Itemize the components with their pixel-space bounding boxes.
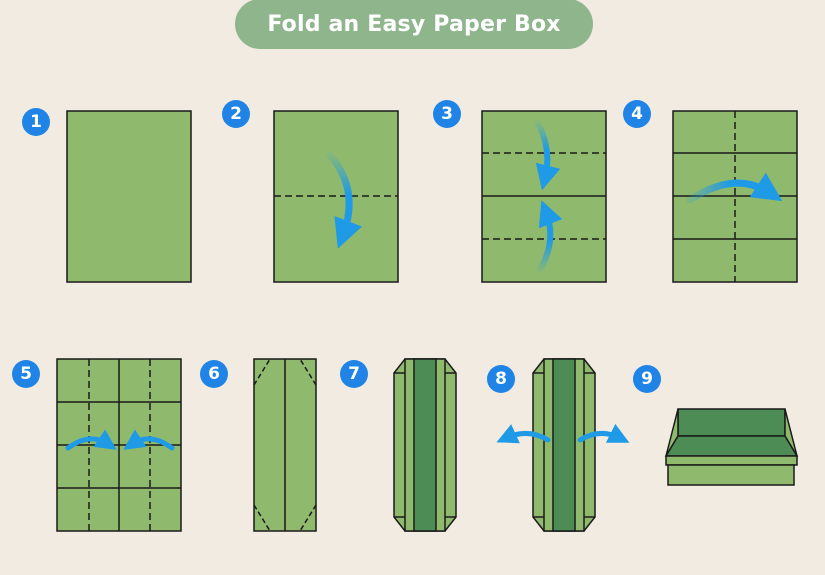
step-7-sheet bbox=[393, 358, 457, 532]
page-title: Fold an Easy Paper Box bbox=[267, 11, 561, 37]
step-4-fold-arrow bbox=[686, 172, 783, 204]
step-2-sheet bbox=[273, 110, 399, 283]
title-banner: Fold an Easy Paper Box bbox=[235, 0, 593, 49]
step-3-fold-arrow-up bbox=[537, 200, 563, 273]
step-badge-4: 4 bbox=[623, 100, 651, 128]
step-8-open-arrow-left bbox=[496, 424, 551, 444]
step-3-sheet bbox=[481, 110, 607, 283]
step-5-sheet bbox=[56, 358, 182, 532]
step-1-sheet bbox=[66, 110, 192, 283]
step-badge-6: 6 bbox=[200, 360, 228, 388]
step-8-open-arrow-right bbox=[577, 423, 630, 443]
step-badge-5: 5 bbox=[12, 360, 40, 388]
step-badge-2: 2 bbox=[222, 100, 250, 128]
step-badge-9: 9 bbox=[633, 365, 661, 393]
step-4-sheet bbox=[672, 110, 798, 283]
step-8-sheet bbox=[496, 358, 630, 532]
step-3-fold-arrow-down bbox=[535, 120, 561, 191]
step-badge-8: 8 bbox=[487, 365, 515, 393]
step-badge-3: 3 bbox=[433, 100, 461, 128]
step-9-box bbox=[664, 408, 799, 486]
step-5-fold-arrow-left bbox=[123, 429, 175, 451]
step-5-fold-arrow-right bbox=[65, 429, 117, 451]
step-badge-1: 1 bbox=[22, 108, 50, 136]
step-badge-7: 7 bbox=[340, 360, 368, 388]
step-2-fold-arrow bbox=[326, 151, 362, 249]
step-6-sheet bbox=[253, 358, 317, 532]
